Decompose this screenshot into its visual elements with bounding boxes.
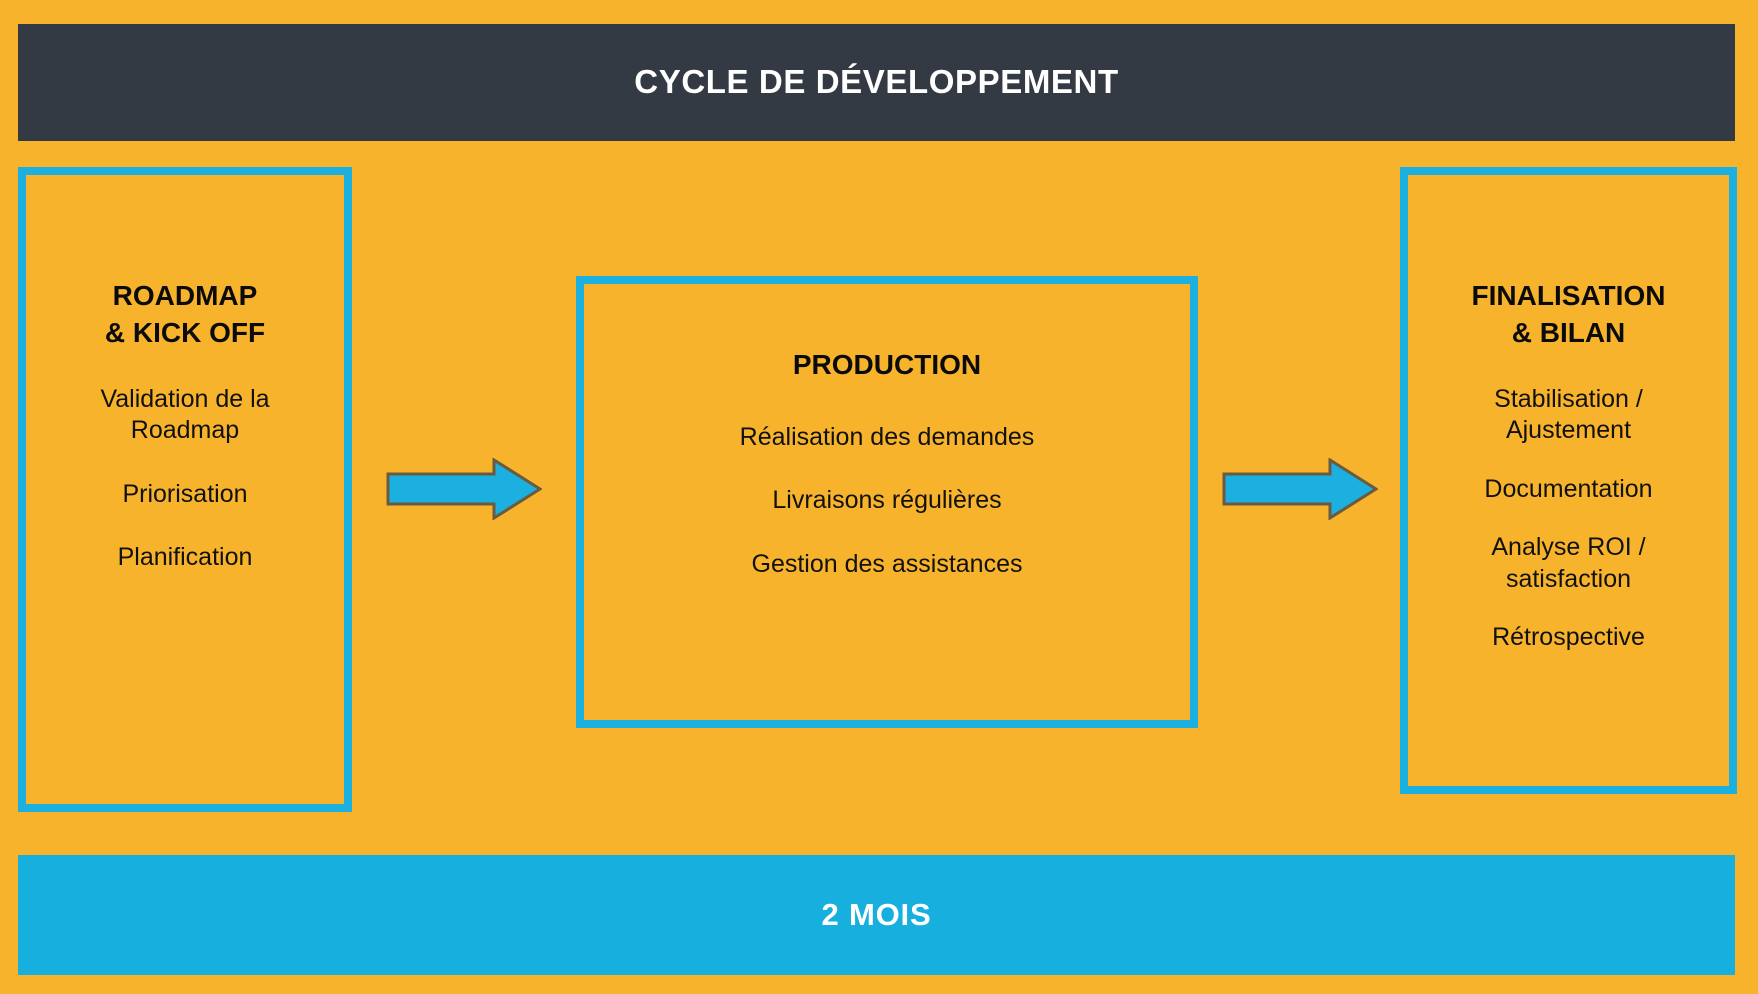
phase-item: Priorisation [122,479,248,508]
phase-box-roadmap: ROADMAP & KICK OFF Validation de la Road… [18,167,352,812]
phase-item-list-finalisation: Stabilisation / Ajustement Documentation… [1408,384,1729,654]
header-banner: CYCLE DE DÉVELOPPEMENT [18,24,1735,141]
phase-item-list-roadmap: Validation de la Roadmap Priorisation Pl… [26,384,344,574]
right-arrow-icon [1222,458,1378,520]
duration-banner: 2 MOIS [18,855,1735,975]
phase-item: Analyse ROI / satisfaction [1491,533,1646,593]
phase-item: Validation de la Roadmap [100,384,270,445]
phase-box-production: PRODUCTION Réalisation des demandes Livr… [576,276,1198,728]
page-title: CYCLE DE DÉVELOPPEMENT [634,63,1119,101]
phase-item-list-production: Réalisation des demandes Livraisons régu… [584,422,1190,581]
phase-item: Planification [117,543,253,572]
phase-heading-finalisation: FINALISATION & BILAN [1471,280,1666,348]
phase-item: Réalisation des demandes [739,422,1035,451]
duration-label: 2 MOIS [821,897,932,932]
phase-heading-production: PRODUCTION [792,349,982,380]
right-arrow-icon [386,458,542,520]
phase-item: Gestion des assistances [751,549,1023,578]
phase-box-finalisation: FINALISATION & BILAN Stabilisation / Aju… [1400,167,1737,794]
phase-heading-roadmap: ROADMAP & KICK OFF [104,280,266,348]
phase-item: Documentation [1484,474,1653,503]
phase-item: Livraisons régulières [772,486,1002,515]
phase-item: Rétrospective [1492,623,1645,652]
phase-item: Stabilisation / Ajustement [1494,384,1643,445]
